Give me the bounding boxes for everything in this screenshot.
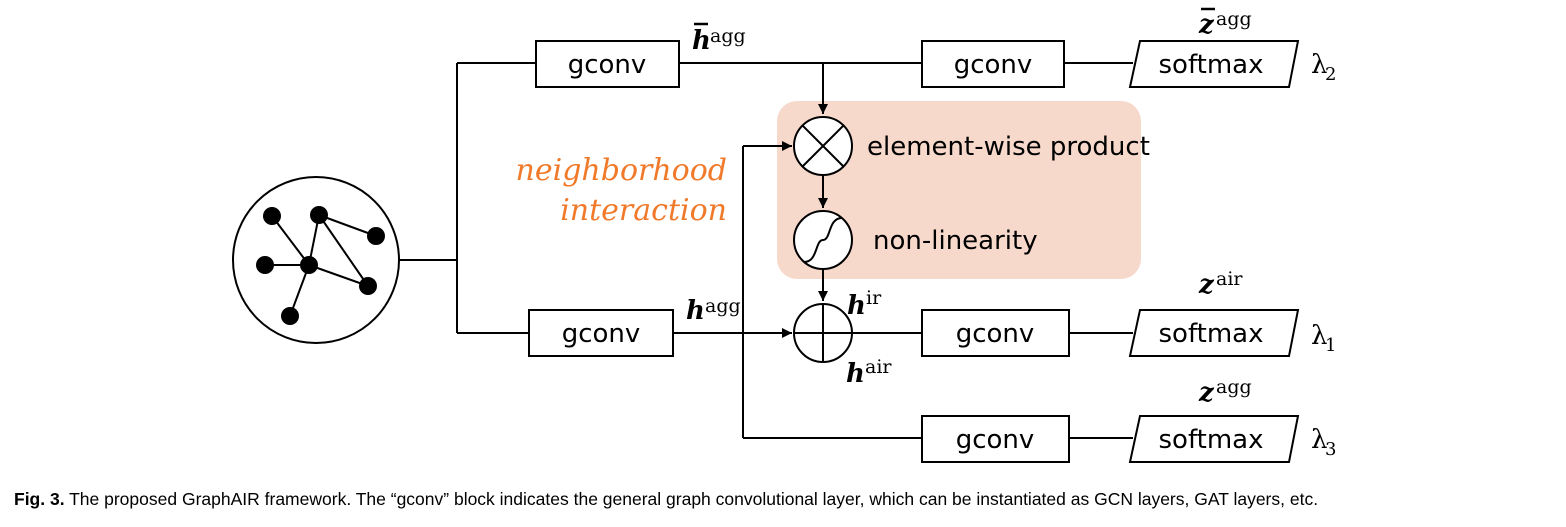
figure-caption: Fig. 3. The proposed GraphAIR framework.… xyxy=(14,489,1559,510)
gconv-box-right-mid xyxy=(921,309,1070,357)
non-linearity-operator xyxy=(793,210,853,270)
svg-text:air: air xyxy=(865,356,892,378)
element-wise-product-operator xyxy=(793,116,853,176)
softmax-label-top: softmax xyxy=(1159,50,1264,80)
svg-text:h: h xyxy=(846,359,865,389)
z-agg-label: z agg xyxy=(1198,376,1252,408)
svg-text:h: h xyxy=(847,291,866,321)
gconv-box-top xyxy=(535,40,680,88)
softmax-box-top xyxy=(1128,40,1300,88)
gconv-label-right-top: gconv xyxy=(954,50,1033,80)
svg-text:z: z xyxy=(1198,10,1215,40)
element-wise-product-label: element-wise product xyxy=(867,132,1150,162)
gconv-label-right-bot: gconv xyxy=(956,425,1035,455)
h-bar-agg-label: h agg xyxy=(692,22,746,56)
softmax-box-mid xyxy=(1128,309,1300,357)
svg-text:ir: ir xyxy=(866,287,882,309)
svg-text:λ: λ xyxy=(1311,425,1327,455)
z-air-label: z air xyxy=(1198,268,1243,300)
svg-text:agg: agg xyxy=(1216,8,1252,30)
svg-text:2: 2 xyxy=(1325,64,1336,85)
svg-text:1: 1 xyxy=(1325,335,1336,356)
svg-text:h: h xyxy=(686,296,705,326)
h-air-label: h air xyxy=(846,356,892,389)
input-graph xyxy=(232,176,400,344)
z-bar-agg-label: z agg xyxy=(1198,7,1252,40)
softmax-label-bot: softmax xyxy=(1159,425,1264,455)
svg-text:3: 3 xyxy=(1325,439,1336,460)
gconv-label-mid: gconv xyxy=(562,319,641,349)
gconv-label-top: gconv xyxy=(568,50,647,80)
caption-label: Fig. 3. xyxy=(14,489,65,509)
element-wise-sum-operator xyxy=(793,303,853,363)
softmax-label-mid: softmax xyxy=(1159,319,1264,349)
caption-text: The proposed GraphAIR framework. The “gc… xyxy=(69,489,1319,509)
svg-text:λ: λ xyxy=(1311,321,1327,351)
svg-text:z: z xyxy=(1198,378,1215,408)
svg-text:λ: λ xyxy=(1311,50,1327,80)
interaction-panel xyxy=(777,101,1141,279)
interaction-label-line1: neighborhood xyxy=(516,153,727,188)
interaction-label-line2: interaction xyxy=(560,193,727,228)
h-agg-label: h agg xyxy=(686,295,741,326)
svg-text:agg: agg xyxy=(705,295,741,317)
gconv-box-right-bot xyxy=(921,415,1070,463)
lambda-1-label: λ 1 xyxy=(1311,321,1336,356)
svg-text:agg: agg xyxy=(1216,376,1252,398)
graphair-diagram: gconv gconv softmax element-wise product… xyxy=(232,7,1336,463)
softmax-box-bot xyxy=(1128,415,1300,463)
gconv-label-right-mid: gconv xyxy=(956,319,1035,349)
svg-text:air: air xyxy=(1216,268,1243,290)
h-ir-label: h ir xyxy=(847,287,882,321)
lambda-2-label: λ 2 xyxy=(1311,50,1336,85)
gconv-box-mid xyxy=(528,309,674,357)
svg-text:h: h xyxy=(692,26,711,56)
lambda-3-label: λ 3 xyxy=(1311,425,1336,460)
non-linearity-label: non-linearity xyxy=(873,226,1038,256)
svg-text:agg: agg xyxy=(710,25,746,47)
svg-text:z: z xyxy=(1198,270,1215,300)
